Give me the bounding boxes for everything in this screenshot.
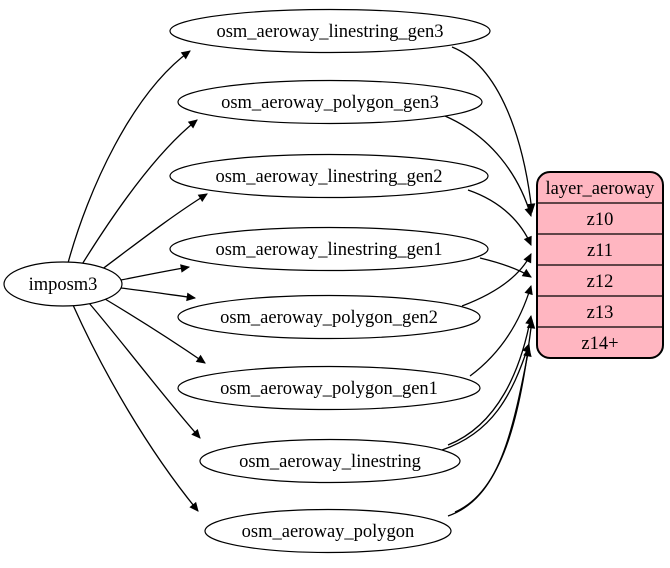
table-label: osm_aeroway_linestring_gen2 — [215, 167, 442, 187]
table-label: osm_aeroway_polygon_gen2 — [220, 308, 438, 328]
edge-imposm3-to-polygon-gen3 — [80, 119, 198, 267]
table-ellipse — [177, 365, 481, 411]
table-label: osm_aeroway_polygon_gen1 — [220, 379, 438, 399]
layer-row-z11: z11 — [587, 241, 613, 261]
table-label: osm_aeroway_polygon_gen3 — [221, 93, 439, 113]
edge-imposm3-to-polygon — [72, 304, 199, 512]
table-label: osm_aeroway_linestring_gen1 — [215, 240, 442, 260]
node-osm-aeroway-polygon-gen2: osm_aeroway_polygon_gen2 — [177, 294, 481, 340]
table-ellipse — [169, 153, 489, 199]
edge-polygon-to-z14 — [447, 346, 532, 517]
edge-imposm3-to-linestring-gen2 — [96, 193, 208, 274]
table-label: osm_aeroway_polygon — [242, 522, 415, 542]
layer-row-z13: z13 — [587, 303, 614, 323]
edges-tables-to-layer — [441, 46, 536, 517]
node-osm-aeroway-polygon-gen3: osm_aeroway_polygon_gen3 — [177, 79, 483, 125]
layer-row-z10: z10 — [587, 210, 614, 230]
table-ellipse — [199, 438, 461, 484]
imposm3-ellipse — [3, 261, 123, 307]
node-layer-aeroway: layer_aeroway z10 z11 z12 z13 z14+ — [536, 171, 664, 359]
imposm3-label: imposm3 — [29, 275, 98, 295]
table-ellipse — [204, 508, 452, 554]
edge-linestring-to-z14 — [441, 342, 531, 451]
edge-imposm3-to-linestring-gen1 — [120, 264, 191, 281]
table-ellipse — [169, 226, 489, 272]
node-imposm3: imposm3 — [3, 261, 123, 307]
edge-linestring-gen3-to-z10 — [451, 46, 536, 214]
node-osm-aeroway-linestring: osm_aeroway_linestring — [199, 438, 461, 484]
edge-imposm3-to-polygon-gen1 — [104, 298, 206, 364]
node-osm-aeroway-linestring-gen1: osm_aeroway_linestring_gen1 — [169, 226, 489, 272]
edge-polygon-gen1-to-z12 — [469, 284, 533, 377]
layer-row-z14: z14+ — [581, 334, 618, 354]
edge-polygon-gen3-to-z10 — [444, 115, 533, 218]
node-osm-aeroway-polygon-gen1: osm_aeroway_polygon_gen1 — [177, 365, 481, 411]
edge-imposm3-to-linestring-gen3 — [67, 50, 191, 264]
table-ellipse — [177, 294, 481, 340]
table-label: osm_aeroway_linestring — [239, 452, 421, 472]
layer-row-z12: z12 — [587, 272, 614, 292]
node-osm-aeroway-linestring-gen2: osm_aeroway_linestring_gen2 — [169, 153, 489, 199]
node-osm-aeroway-polygon: osm_aeroway_polygon — [204, 508, 452, 554]
edge-linestring-gen2-to-z11 — [467, 189, 532, 246]
node-osm-aeroway-linestring-gen3: osm_aeroway_linestring_gen3 — [169, 8, 491, 54]
edge-linestring-to-z13 — [447, 314, 534, 446]
table-ellipse — [177, 79, 483, 125]
table-ellipse — [169, 8, 491, 54]
edge-polygon-gen2-to-z11 — [461, 253, 532, 307]
layer-aeroway-title: layer_aeroway — [546, 179, 656, 199]
table-label: osm_aeroway_linestring_gen3 — [216, 22, 443, 42]
edge-imposm3-to-linestring — [88, 302, 201, 439]
edges-source-to-tables — [67, 50, 208, 512]
edge-linestring-gen1-to-z12 — [479, 257, 532, 278]
edge-imposm3-to-polygon-gen2 — [120, 287, 197, 302]
